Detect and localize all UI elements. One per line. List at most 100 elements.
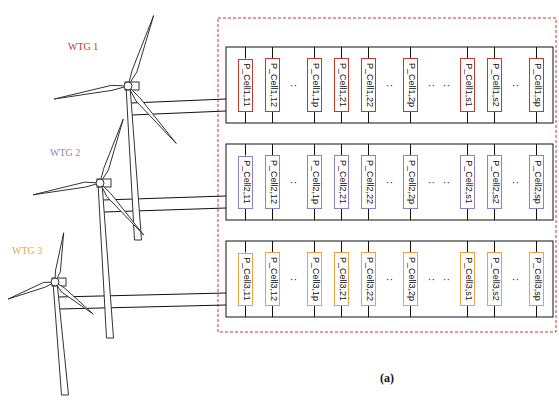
cell-lead xyxy=(272,241,273,252)
cell-label: P_Cell3,11 xyxy=(241,257,250,300)
cell-label: P_Cell3,s2 xyxy=(490,257,499,301)
cell-lead xyxy=(410,144,411,155)
cell-lead xyxy=(341,112,342,123)
cell-lead xyxy=(341,241,342,252)
cell-box: P_Cell2,s1 xyxy=(460,155,475,209)
cell-label: P_Cell2,12 xyxy=(268,160,277,204)
cell-label: P_Cell2,s2 xyxy=(490,160,499,204)
cell-label: P_Cell1,11 xyxy=(241,63,250,106)
cell-lead xyxy=(494,241,495,252)
cell-box: P_Cell2,11 xyxy=(238,156,253,209)
cell-lead xyxy=(272,144,273,155)
cell-label: P_Cell2,22 xyxy=(364,160,373,204)
turbine-label: WTG 3 xyxy=(12,246,42,256)
cell-lead xyxy=(341,209,342,220)
ellipsis: ·· xyxy=(428,80,435,91)
cell-label: P_Cell1,s1 xyxy=(463,63,472,107)
cell-lead xyxy=(467,112,468,123)
cell-box: P_Cell2,21 xyxy=(334,155,349,209)
cell-box: P_Cell2,12 xyxy=(265,155,280,209)
cell-box: P_Cell1,s2 xyxy=(487,58,502,112)
cell-box: P_Cell2,22 xyxy=(361,155,376,209)
turbine-label: WTG 2 xyxy=(50,148,80,158)
hub xyxy=(124,82,132,90)
cell-lead xyxy=(494,209,495,220)
cell-lead xyxy=(272,306,273,317)
cell-box: P_Cell2,s2 xyxy=(487,155,502,209)
blade xyxy=(33,182,100,195)
cell-lead xyxy=(314,112,315,123)
blade xyxy=(100,183,144,235)
blade xyxy=(128,16,154,86)
cell-lead xyxy=(245,306,246,318)
blade xyxy=(54,85,128,99)
row-bus xyxy=(226,47,553,123)
cell-box: P_Cell1,1p xyxy=(307,58,322,112)
blade xyxy=(8,282,55,299)
cell-lead xyxy=(245,209,246,221)
cell-label: P_Cell3,s1 xyxy=(463,257,472,301)
cell-box: P_Cell2,1p xyxy=(307,155,322,209)
cell-box: P_Cell3,sp xyxy=(529,252,544,306)
cell-lead xyxy=(245,112,246,124)
ellipsis: ·· xyxy=(443,177,450,188)
feeder-wire xyxy=(103,196,226,200)
nacelle xyxy=(125,82,139,90)
cell-lead xyxy=(536,209,537,220)
cell-lead xyxy=(494,112,495,123)
cell-label: P_Cell1,2p xyxy=(406,63,415,107)
cell-box: P_Cell1,21 xyxy=(334,58,349,112)
cell-lead xyxy=(368,241,369,252)
cell-label: P_Cell2,21 xyxy=(337,160,346,204)
cell-lead xyxy=(536,241,537,252)
wind-turbine xyxy=(54,16,176,240)
caption: (a) xyxy=(380,372,394,384)
cell-label: P_Cell3,1p xyxy=(310,257,319,301)
cell-lead xyxy=(272,47,273,58)
cell-label: P_Cell2,sp xyxy=(532,160,541,204)
cell-label: P_Cell2,s1 xyxy=(463,160,472,204)
cell-lead xyxy=(314,47,315,58)
blade xyxy=(128,86,176,143)
cell-lead xyxy=(245,47,246,59)
cell-lead xyxy=(368,112,369,123)
blade xyxy=(100,119,123,183)
cell-box: P_Cell3,s2 xyxy=(487,252,502,306)
tower xyxy=(98,183,114,338)
ellipsis: ·· xyxy=(443,80,450,91)
cell-label: P_Cell1,22 xyxy=(364,63,373,107)
cell-lead xyxy=(536,306,537,317)
cell-label: P_Cell3,sp xyxy=(532,257,541,301)
cell-box: P_Cell3,22 xyxy=(361,252,376,306)
cell-lead xyxy=(467,306,468,317)
cell-label: P_Cell2,11 xyxy=(241,160,250,203)
cell-lead xyxy=(467,47,468,58)
row-bus xyxy=(226,241,553,317)
cell-lead xyxy=(245,144,246,156)
hub xyxy=(96,179,104,187)
cell-label: P_Cell3,22 xyxy=(364,257,373,301)
blade xyxy=(55,233,64,282)
cell-lead xyxy=(494,144,495,155)
cell-lead xyxy=(368,209,369,220)
cell-lead xyxy=(341,144,342,155)
cell-lead xyxy=(245,241,246,253)
cell-lead xyxy=(314,209,315,220)
ellipsis: ·· xyxy=(290,177,297,188)
feeder-wire xyxy=(58,293,226,297)
cell-label: P_Cell1,s2 xyxy=(490,63,499,107)
cell-box: P_Cell3,1p xyxy=(307,252,322,306)
ellipsis: ·· xyxy=(512,274,519,285)
cell-lead xyxy=(272,209,273,220)
cell-label: P_Cell2,1p xyxy=(310,160,319,204)
ellipsis: ·· xyxy=(290,274,297,285)
cell-box: P_Cell1,12 xyxy=(265,58,280,112)
cell-lead xyxy=(494,47,495,58)
cell-box: P_Cell3,2p xyxy=(403,252,418,306)
cell-label: P_Cell3,21 xyxy=(337,257,346,301)
cell-lead xyxy=(536,47,537,58)
cell-lead xyxy=(410,209,411,220)
ellipsis: ·· xyxy=(512,177,519,188)
cell-lead xyxy=(410,306,411,317)
turbine-label: WTG 1 xyxy=(68,42,98,52)
